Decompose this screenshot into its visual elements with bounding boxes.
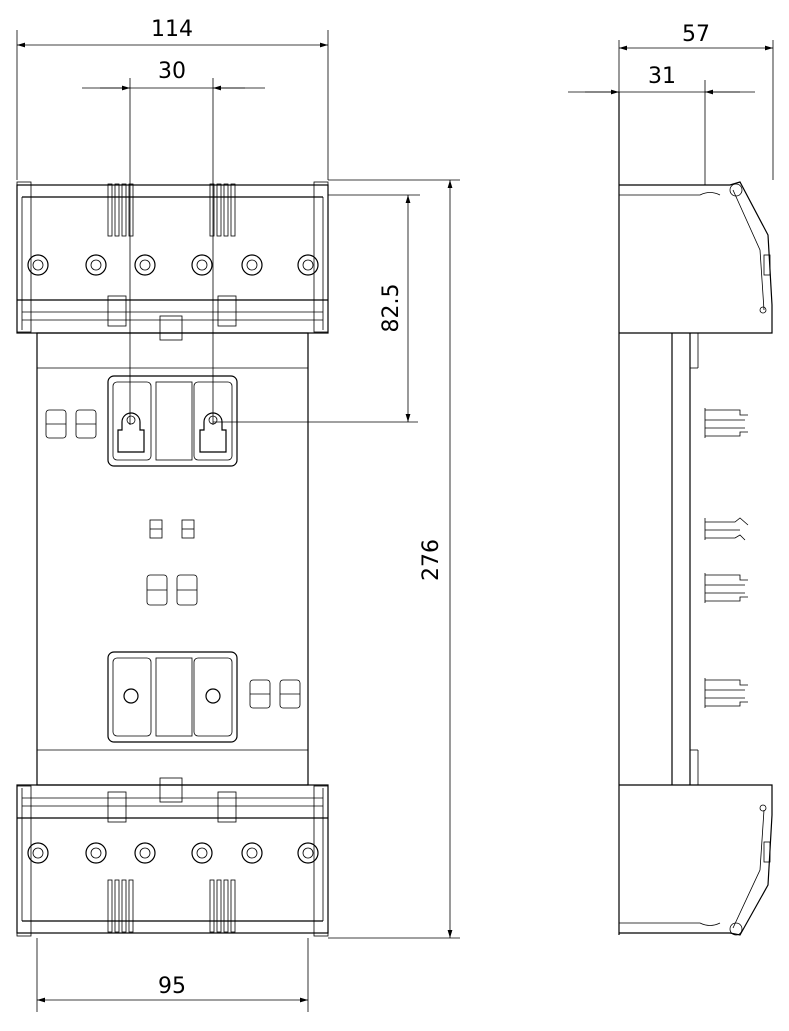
main-body	[36, 332, 309, 786]
dim-base-width: 95	[36, 938, 309, 1012]
upper-mount-pockets	[107, 375, 238, 467]
dim-label-95: 95	[158, 974, 186, 999]
side-view: 57 31	[568, 22, 774, 936]
dim-label-57: 57	[682, 22, 710, 47]
dim-label-114: 114	[151, 17, 193, 42]
dim-label-31: 31	[648, 64, 676, 89]
dim-label-276: 276	[419, 539, 444, 581]
dim-label-30: 30	[158, 59, 186, 84]
front-view: 114 30	[16, 17, 460, 1012]
screw-row-bottom	[27, 842, 319, 864]
dim-mount-height: 82.5	[213, 194, 420, 423]
bottom-terminal-block	[16, 777, 329, 937]
dim-label-82-5: 82.5	[379, 284, 404, 333]
dim-overall-height: 276	[328, 179, 460, 939]
side-clips	[704, 408, 749, 708]
dim-overall-depth: 57	[618, 22, 774, 180]
screw-row-top	[27, 254, 319, 276]
small-clips	[45, 409, 301, 709]
dim-overall-width: 114	[16, 17, 329, 180]
side-body	[618, 92, 773, 936]
top-terminal-block	[16, 181, 329, 341]
lower-mount-pockets	[107, 651, 238, 743]
dim-hole-spacing: 30	[82, 59, 265, 425]
dim-body-depth: 31	[568, 64, 755, 185]
